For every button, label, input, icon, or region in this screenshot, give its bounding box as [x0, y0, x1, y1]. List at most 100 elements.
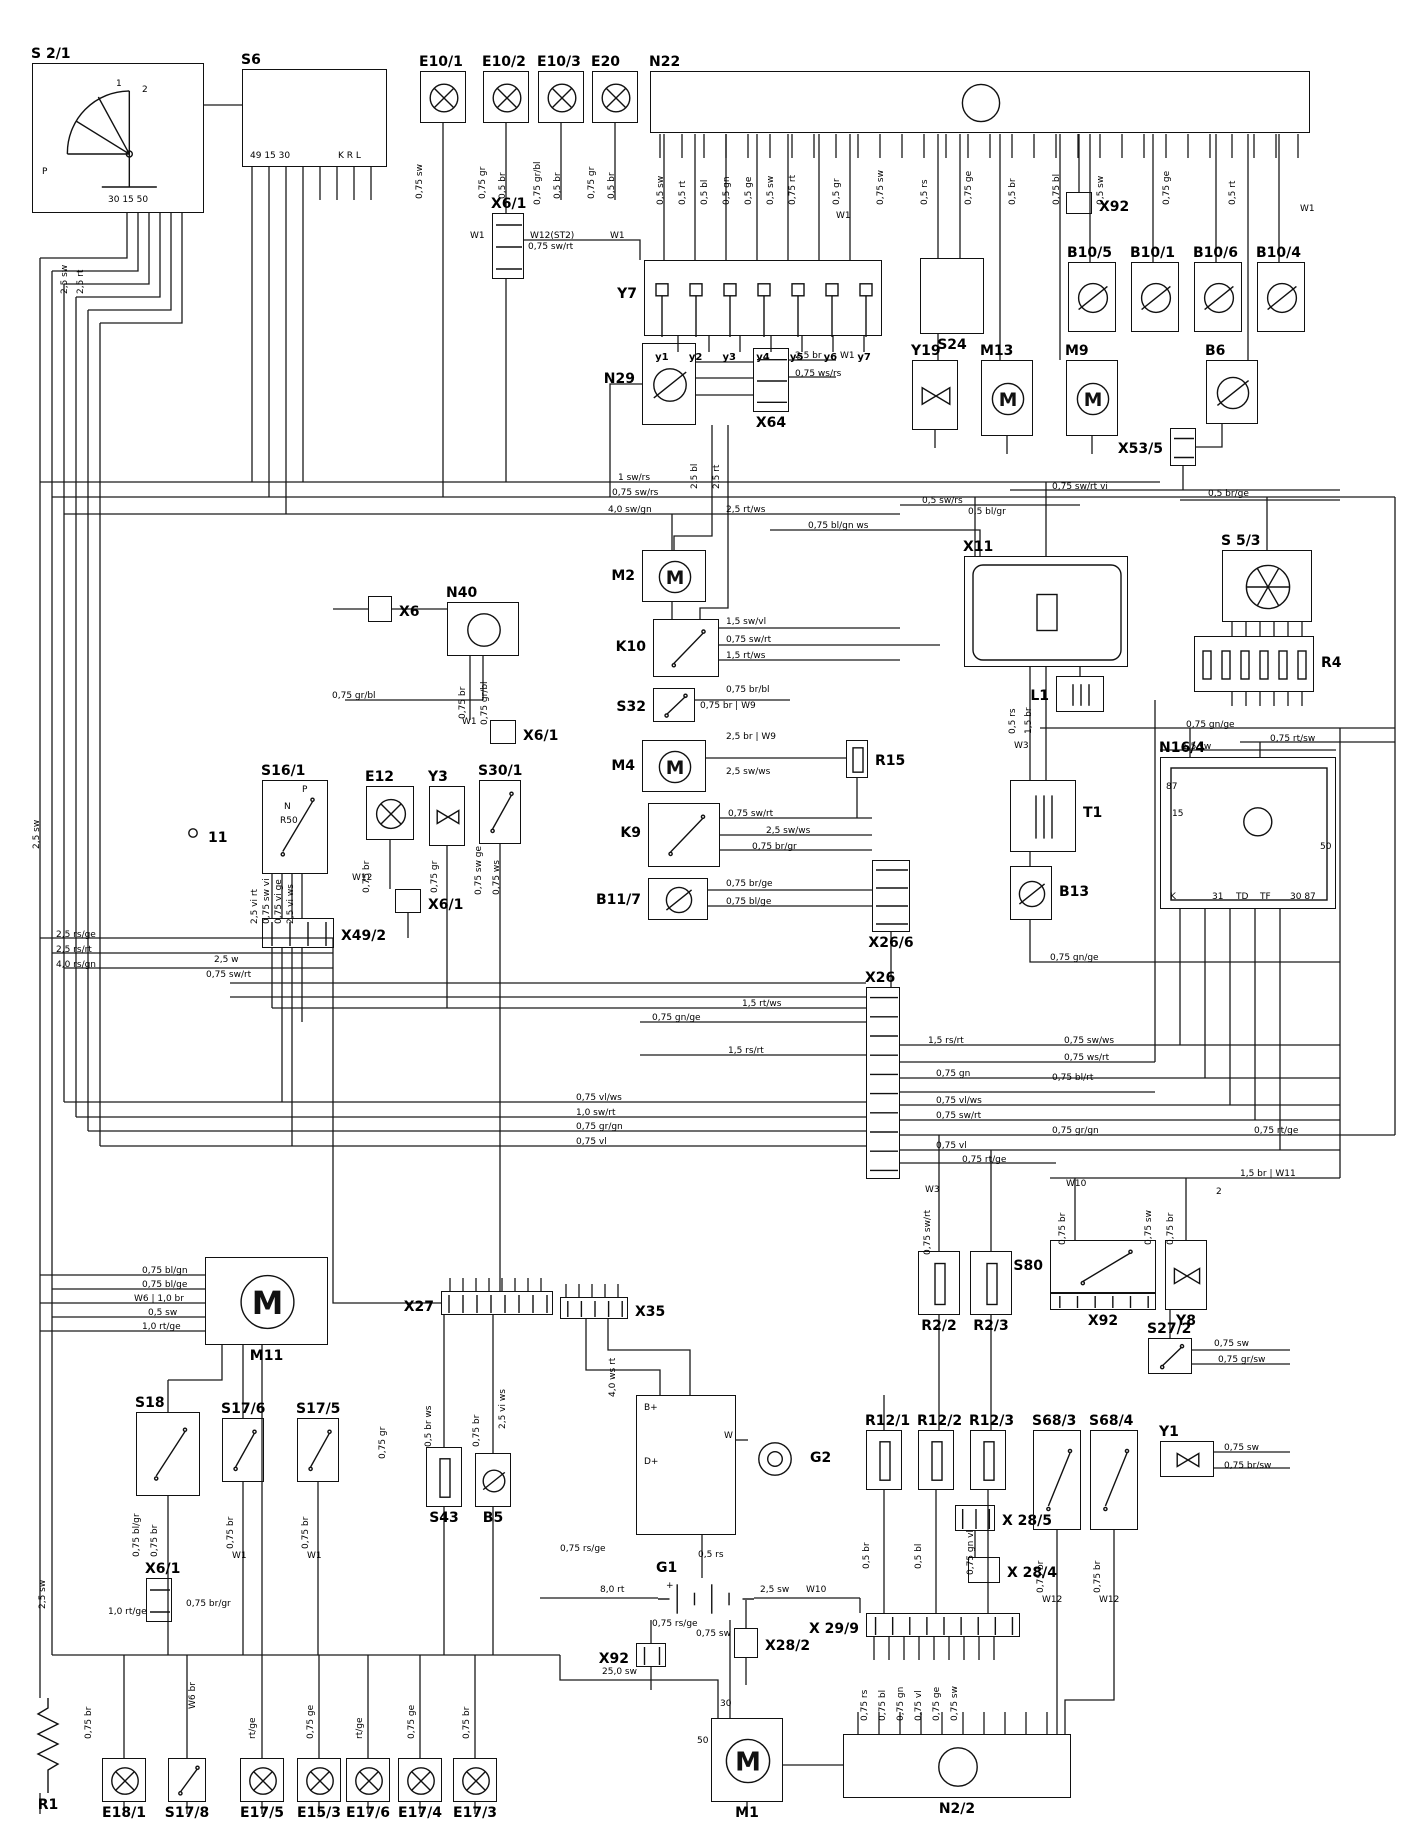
- inset-symbol: [972, 564, 1122, 661]
- component-n16-4: N16/4: [1159, 741, 1336, 909]
- component-label: R12/2: [917, 1413, 963, 1429]
- lamp-symbol: [429, 83, 459, 113]
- wire-label: 50: [1320, 842, 1332, 852]
- wire-label: W6 br: [188, 1682, 198, 1709]
- component-e10-3: E10/3: [537, 55, 584, 123]
- wire-label: W12: [1099, 1595, 1120, 1605]
- component-x92a: X92: [1066, 192, 1129, 214]
- wire-label: 2: [142, 85, 148, 95]
- wire: [1029, 920, 1340, 963]
- component-label: R12/1: [865, 1413, 911, 1429]
- wire-label: 0,75 bl/ge: [142, 1280, 188, 1290]
- wire-label: 30 15 50: [108, 195, 149, 205]
- component-label: Y8: [1176, 1313, 1196, 1329]
- wire-label: 2,5 bl: [690, 463, 700, 489]
- wire-label: 2,5 rt: [76, 269, 86, 294]
- gauge-symbol: [1077, 282, 1109, 314]
- wire-label: 0,75 ws/rt: [1064, 1053, 1110, 1063]
- wire-label: 0,75 gr/bl: [533, 161, 543, 205]
- component-label: X6/1: [428, 896, 464, 913]
- wire-label: 2,5 rs/ge: [56, 930, 96, 940]
- wire-label: TD: [1236, 892, 1249, 902]
- component-s30-1: S30/1: [478, 764, 522, 844]
- component-label: S68/4: [1089, 1413, 1134, 1429]
- wire-label: 0,75 gr: [478, 166, 488, 199]
- switch-symbol: [668, 814, 706, 857]
- component-e17-3: E17/3: [453, 1758, 497, 1820]
- component-label: S18: [135, 1395, 165, 1411]
- component-label: X49/2: [341, 927, 387, 944]
- wire-label: 0,75 ge: [407, 1704, 417, 1739]
- component-label: K10: [615, 638, 646, 655]
- component-label: N2/2: [938, 1801, 976, 1817]
- wire-label: 0,75 rt: [788, 174, 798, 205]
- motor-symbol: M: [991, 382, 1025, 416]
- component-l1: L1: [1030, 676, 1104, 712]
- wire-label: 0,75 sw: [1214, 1339, 1249, 1349]
- component-label: R12/3: [969, 1413, 1015, 1429]
- wire-label: 2,5 br | W9: [726, 732, 776, 742]
- svg-text:M: M: [999, 390, 1018, 411]
- wire-label: 1,5 rt/ws: [726, 651, 766, 661]
- switch-symbol: [1159, 1343, 1185, 1370]
- component-11: 11: [186, 826, 227, 845]
- wire: [673, 425, 713, 550]
- lamp-symbol: [492, 83, 522, 113]
- component-x6-1c: X6/1: [395, 889, 463, 913]
- wire-label: 0,75 sw/ws: [1064, 1036, 1115, 1046]
- component-k9: K9: [620, 803, 720, 867]
- ticksh-symbol: [567, 1301, 623, 1317]
- ticksh-symbol: [643, 1647, 661, 1665]
- valve-sublabel: y7: [857, 352, 871, 363]
- wire: [332, 938, 441, 1304]
- wire-label: 0,75 ge: [306, 1704, 316, 1739]
- wire-label: 1,5 rs/rt: [928, 1036, 964, 1046]
- component-b10-5: B10/5: [1067, 246, 1116, 332]
- wire-label: 49 15 30: [250, 151, 291, 161]
- wire-label: 2,5 sw: [760, 1585, 790, 1595]
- wire-label: W12: [352, 873, 373, 883]
- wire-label: W1: [836, 211, 851, 221]
- wire-label: 0,75 rt/ge: [962, 1155, 1007, 1165]
- component-label: S17/8: [164, 1805, 210, 1821]
- component-s68-3: S68/3: [1032, 1414, 1081, 1530]
- component-b13: B13: [1010, 866, 1089, 920]
- component-x28-5: X 28/5: [955, 1505, 1052, 1531]
- resistor-symbol: [879, 1441, 891, 1481]
- component-s80: S80: [1013, 1240, 1156, 1294]
- resistor-symbol: [852, 747, 864, 773]
- wire-label: 0,5 sw: [656, 175, 666, 205]
- ticksh-symbol: [961, 1509, 991, 1529]
- switch-symbol: [233, 1429, 257, 1472]
- wire-label: R50: [280, 816, 298, 826]
- component-s24: S24: [920, 258, 984, 352]
- valve-symbol: [436, 809, 460, 825]
- component-e17-5: E17/5: [240, 1758, 284, 1820]
- component-label: S24: [937, 337, 967, 353]
- wire-label: +: [666, 1581, 674, 1591]
- wire-label: 0,75 sw/rt vi: [1052, 482, 1108, 492]
- component-s17-5: S17/5: [296, 1402, 340, 1482]
- wire: [168, 1345, 223, 1381]
- component-label: N29: [603, 371, 635, 387]
- wire-label: 0,75 gr/bl: [480, 681, 490, 725]
- wire-label: 2,5 sw: [32, 819, 42, 849]
- wire-label: 0,75 rt/sw: [1270, 734, 1316, 744]
- component-x53-5: X53/5: [1118, 428, 1196, 466]
- wire-label: 0,75 vl: [936, 1141, 967, 1151]
- gen-symbol: [758, 1442, 792, 1476]
- resistor-symbol: [986, 1262, 998, 1306]
- component-label: R15: [875, 752, 906, 769]
- lamp-symbol: [306, 1767, 334, 1795]
- wire-label: 1 sw/rs: [618, 473, 651, 483]
- wire-label: 0,75 bl/gr: [132, 1513, 142, 1557]
- wire-label: W1: [307, 1551, 322, 1561]
- wire-label: 0,75 br: [84, 1706, 94, 1739]
- wire-label: 0,75 sw/rt: [923, 1209, 933, 1255]
- component-r12-2: R12/2: [917, 1414, 962, 1490]
